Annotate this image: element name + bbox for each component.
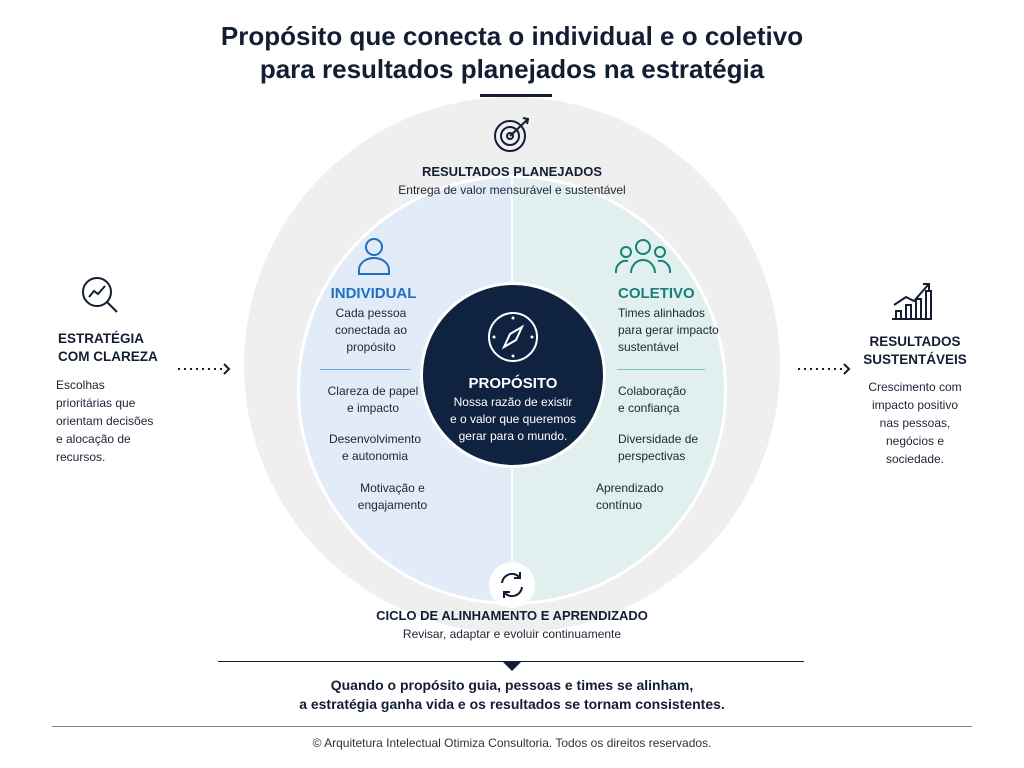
conclusion: Quando o propósito guia, pessoas e times… (0, 676, 1024, 714)
growth-chart-icon (892, 283, 932, 320)
desc-line: Times alinhados (618, 306, 705, 320)
group-icon (614, 239, 672, 274)
item-line: Colaboração (618, 384, 687, 398)
right-text: Crescimento com impacto positivo nas pesso… (850, 378, 980, 468)
desc-line: sustentável (618, 340, 679, 354)
individual-item: Motivação e engajamento (340, 480, 445, 514)
text-line: Crescimento com (868, 380, 962, 394)
right-heading: RESULTADOS SUSTENTÁVEIS (850, 333, 980, 369)
core-line: gerar para o mundo. (458, 429, 568, 443)
conclusion-line: a estratégia ganha vida e os resultados … (299, 696, 725, 712)
item-line: e confiança (618, 401, 680, 415)
core-text: Nossa razão de existir e o valor que quer… (423, 394, 603, 445)
footer-copyright: © Arquitetura Intelectual Otimiza Consul… (312, 736, 712, 750)
coletivo-item: Aprendizado contínuo (596, 480, 663, 514)
title-line-1: Propósito que conecta o individual e o c… (220, 21, 804, 51)
item-line: Clareza de papel (327, 384, 419, 398)
item-line: Diversidade de (618, 432, 699, 446)
individual-item: Clareza de papel e impacto (318, 383, 428, 417)
core-heading: PROPÓSITO (468, 375, 558, 392)
coletivo-item: Colaboração e confiança (618, 383, 686, 417)
desc-line: para gerar impacto (618, 323, 719, 337)
coletivo-desc: Times alinhados para gerar impacto sustent… (618, 305, 719, 356)
item-line: contínuo (596, 498, 643, 512)
coletivo-divider (617, 369, 705, 370)
desc-line: Cada pessoa (335, 306, 407, 320)
target-icon (494, 117, 530, 152)
item-line: Desenvolvimento (328, 432, 422, 446)
heading-line: RESULTADOS (869, 334, 961, 349)
top-subtitle: Entrega de valor mensurável e sustentáve… (398, 183, 626, 197)
title-underline (480, 94, 552, 97)
individual-item: Desenvolvimento e autonomia (320, 431, 430, 465)
text-line: orientam decisões (56, 414, 154, 428)
purpose-core: PROPÓSITO Nossa razão de existir e o valo… (420, 282, 606, 468)
person-icon (358, 238, 390, 275)
coletivo-item: Diversidade de perspectivas (618, 431, 698, 465)
item-line: engajamento (357, 498, 428, 512)
item-line: Aprendizado (596, 481, 664, 495)
text-line: sociedade. (885, 452, 945, 466)
cycle-badge (489, 562, 535, 608)
footer-divider (52, 726, 972, 727)
cycle-subtitle: Revisar, adaptar e evoluir continuamente (402, 627, 622, 641)
title-line-2: para resultados planejados na estratégia (259, 54, 765, 84)
individual-desc: Cada pessoa conectada ao propósito (316, 305, 426, 356)
dotted-arrow-icon (798, 363, 851, 375)
item-line: perspectivas (618, 449, 686, 463)
desc-line: propósito (346, 340, 396, 354)
individual-divider (320, 369, 410, 370)
cycle-heading: CICLO DE ALINHAMENTO E APRENDIZADO (376, 608, 648, 623)
text-line: nas pessoas, (879, 416, 951, 430)
core-line: e o valor que queremos (449, 412, 577, 426)
conclusion-line: Quando o propósito guia, pessoas e times… (330, 677, 694, 693)
coletivo-heading: COLETIVO (618, 285, 695, 302)
compass-icon (488, 312, 538, 362)
left-text: Escolhas prioritárias que orientam decisõe… (56, 376, 153, 466)
item-line: e impacto (346, 401, 400, 415)
desc-line: conectada ao (334, 323, 408, 337)
dotted-arrow-icon (178, 363, 231, 375)
heading-line: SUSTENTÁVEIS (863, 352, 967, 367)
heading-line: COM CLAREZA (58, 349, 158, 364)
top-heading: RESULTADOS PLANEJADOS (421, 164, 603, 179)
text-line: recursos. (56, 450, 106, 464)
magnifier-chart-icon (82, 277, 118, 313)
heading-line: ESTRATÉGIA (58, 331, 145, 346)
left-heading: ESTRATÉGIA COM CLAREZA (58, 330, 158, 366)
text-line: prioritárias que (56, 396, 136, 410)
text-line: negócios e (885, 434, 945, 448)
text-line: e alocação de (56, 432, 131, 446)
item-line: Motivação e (360, 481, 425, 495)
text-line: impacto positivo (871, 398, 959, 412)
refresh-icon (501, 572, 523, 598)
page-title: Propósito que conecta o individual e o c… (0, 20, 1024, 86)
individual-heading: INDIVIDUAL (330, 285, 417, 302)
pointer-triangle-icon (502, 661, 522, 671)
text-line: Escolhas (56, 378, 105, 392)
core-line: Nossa razão de existir (453, 395, 573, 409)
item-line: e autonomia (341, 449, 409, 463)
